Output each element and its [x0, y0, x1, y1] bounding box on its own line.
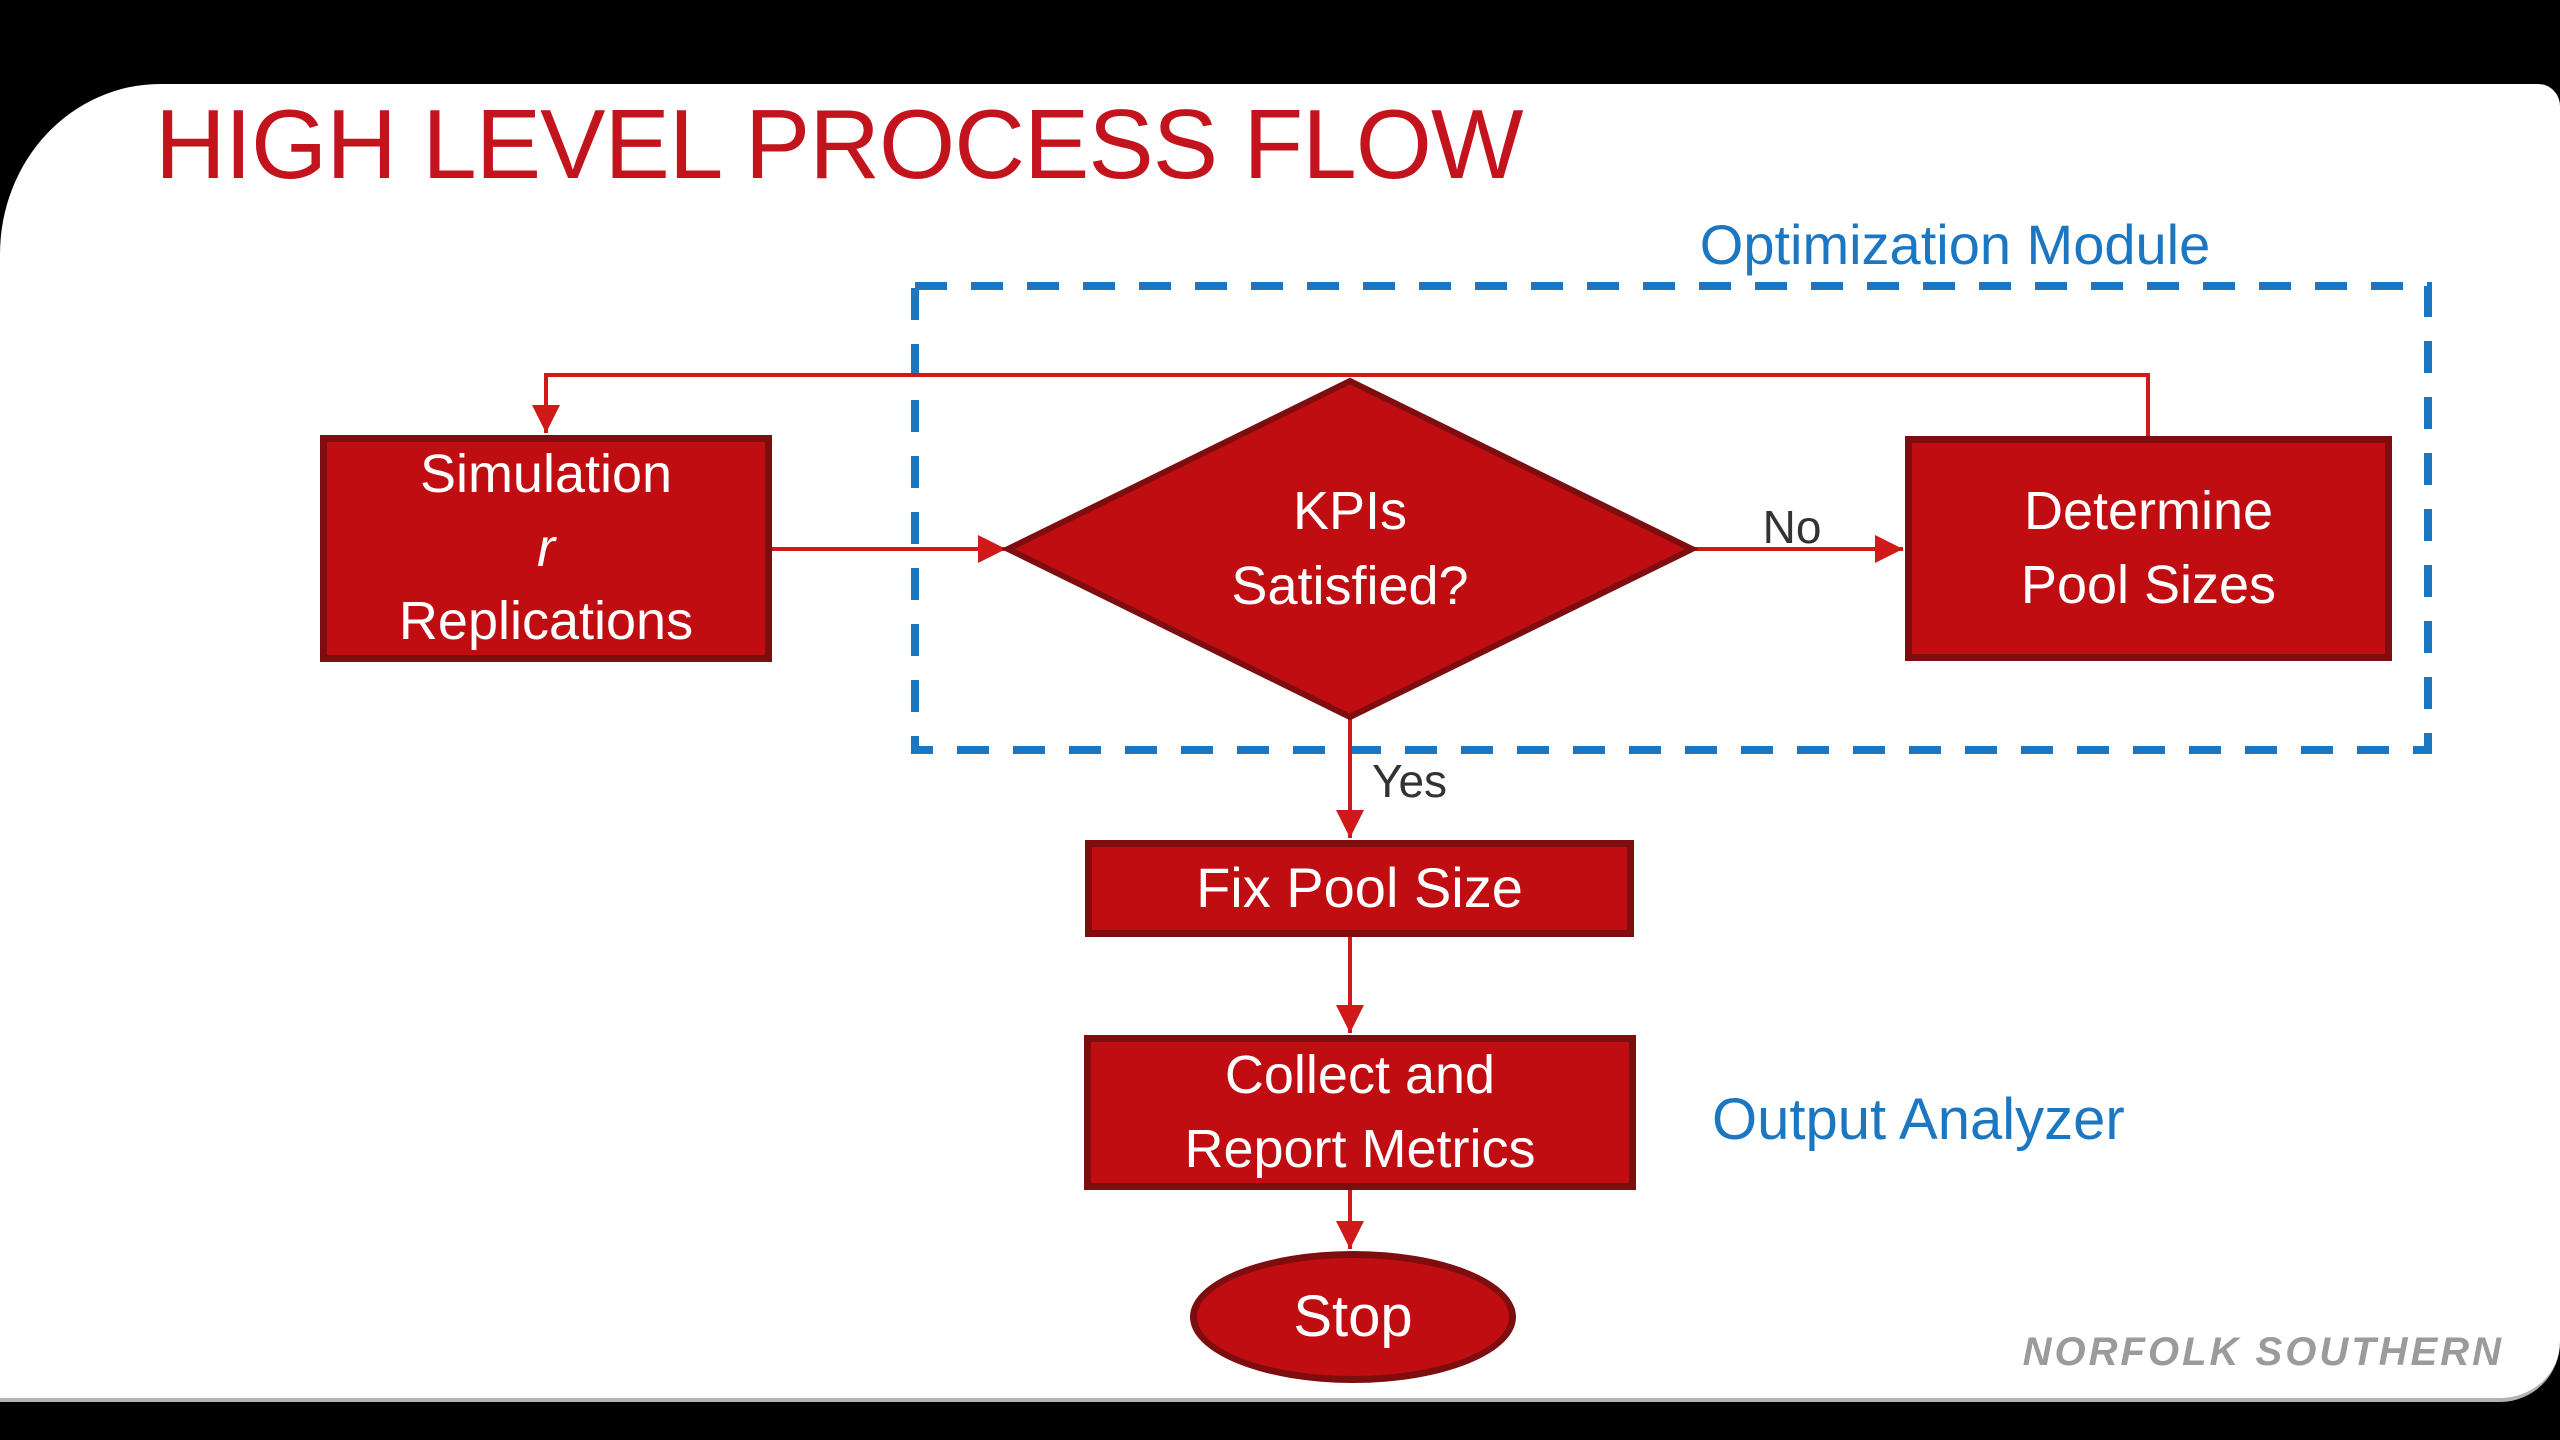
- node-stop: Stop: [1190, 1251, 1516, 1383]
- node-collect-line1: Collect and: [1224, 1045, 1496, 1106]
- norfolk-southern-logo: NORFOLK SOUTHERN: [2022, 1330, 2504, 1374]
- output-analyzer-label: Output Analyzer: [1712, 1087, 2125, 1152]
- node-determine-line1: Determine: [2023, 481, 2274, 542]
- node-determine-line2: Pool Sizes: [2020, 554, 2277, 615]
- node-collect-line2: Report Metrics: [1184, 1118, 1536, 1179]
- node-simulation-line2: r: [537, 517, 555, 578]
- edge-label-no: No: [1762, 501, 1822, 553]
- edge-label-yes: Yes: [1372, 755, 1448, 807]
- node-fix-pool-size: Fix Pool Size: [1085, 840, 1634, 937]
- node-kpi-decision-label: KPIs Satisfied?: [1008, 381, 1692, 717]
- node-determine-pool-sizes: Determine Pool Sizes: [1905, 436, 2392, 661]
- node-kpi-line2: Satisfied?: [1231, 556, 1469, 616]
- node-simulation: Simulation r Replications: [320, 435, 772, 662]
- node-stop-label: Stop: [1293, 1283, 1413, 1349]
- node-collect-report-metrics: Collect and Report Metrics: [1084, 1035, 1636, 1190]
- node-simulation-line3: Replications: [398, 591, 694, 652]
- kpi-decision-diamond-shape: [1001, 377, 1699, 721]
- node-simulation-line1: Simulation: [419, 444, 673, 505]
- node-fix-label: Fix Pool Size: [1196, 856, 1523, 920]
- optimization-module-label: Optimization Module: [1699, 213, 2211, 276]
- optimization-module-boundary: [911, 282, 2432, 754]
- edge-determine-to-simulation: [532, 373, 2150, 436]
- page-title: HIGH LEVEL PROCESS FLOW: [155, 89, 1523, 199]
- node-kpi-line1: KPIs: [1292, 481, 1408, 542]
